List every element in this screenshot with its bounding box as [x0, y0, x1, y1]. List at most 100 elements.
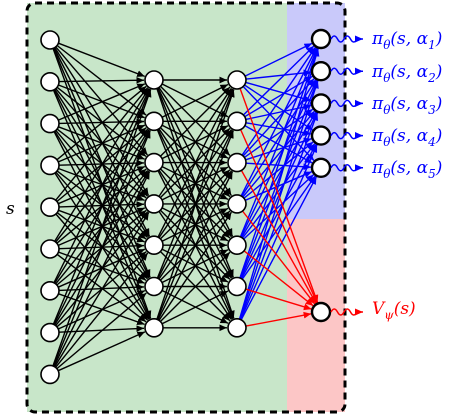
edge-input-hidden1 — [54, 212, 150, 368]
input-node — [40, 239, 60, 259]
edge-hidden2-policy — [239, 48, 319, 279]
edge-input-hidden1 — [53, 88, 151, 284]
policy-output-arrow — [330, 67, 363, 75]
edge-hidden2-policy — [240, 143, 317, 279]
edge-hidden1-hidden2 — [158, 211, 232, 321]
edge-hidden2-policy — [245, 122, 312, 136]
connection-edges — [52, 42, 320, 372]
edge-hidden2-value — [241, 210, 316, 305]
hidden2-node — [227, 235, 247, 255]
edge-hidden2-policy — [243, 141, 314, 199]
hidden2-node — [227, 276, 247, 297]
edge-hidden2-policy — [240, 176, 318, 321]
input-node — [40, 322, 60, 343]
edge-input-hidden1 — [58, 42, 145, 78]
policy-output-node — [310, 28, 332, 50]
edge-hidden2-policy — [239, 80, 319, 320]
edge-hidden2-policy — [240, 111, 317, 238]
edge-input-hidden1 — [57, 331, 146, 372]
edge-hidden1-hidden2 — [156, 89, 235, 320]
edge-hidden1-hidden2 — [156, 130, 234, 320]
edge-input-hidden1 — [56, 85, 147, 161]
policy-output-label-2: πθ(s, α2) — [371, 62, 442, 85]
edge-hidden2-policy — [245, 69, 312, 80]
hidden1-node — [144, 152, 164, 173]
network-dashed-border — [25, 1, 347, 414]
edge-hidden1-hidden2 — [161, 290, 229, 325]
edge-hidden2-value — [243, 250, 314, 307]
hidden2-node — [227, 70, 247, 90]
input-node — [40, 113, 60, 134]
input-node — [40, 280, 60, 301]
policy-output-arrow — [330, 131, 363, 140]
policy-output-arrow — [330, 35, 363, 43]
hidden1-node — [144, 317, 164, 338]
hidden2-node — [227, 317, 247, 338]
hidden2-node — [227, 152, 247, 173]
edge-hidden1-hidden2 — [159, 86, 231, 157]
edge-hidden2-value — [245, 311, 312, 327]
edge-hidden1-hidden2 — [157, 171, 234, 321]
edge-hidden2-value — [239, 88, 319, 303]
edge-hidden1-hidden2 — [157, 88, 234, 238]
edge-hidden2-policy — [240, 47, 318, 197]
edge-hidden2-policy — [241, 143, 316, 239]
edge-hidden2-value — [239, 129, 318, 304]
edge-hidden2-policy — [245, 137, 312, 161]
edge-input-hidden1 — [55, 87, 149, 201]
edge-input-hidden1 — [52, 89, 152, 367]
policy-output-node — [310, 93, 332, 114]
policy-output-label-5: πθ(s, α5) — [371, 158, 442, 181]
edge-hidden2-policy — [244, 42, 313, 77]
edge-input-hidden1 — [58, 76, 145, 84]
hidden2-node — [227, 194, 247, 214]
edge-hidden2-policy — [243, 108, 314, 158]
edge-hidden2-policy — [241, 175, 316, 280]
edge-hidden2-policy — [238, 48, 320, 320]
edge-hidden2-policy — [244, 75, 313, 118]
policy-output-label-3: πθ(s, α3) — [371, 94, 442, 117]
policy-output-arrow — [330, 99, 363, 108]
edge-input-hidden1 — [55, 252, 149, 368]
policy-output-node — [310, 60, 332, 82]
input-node — [40, 72, 60, 92]
hidden2-node — [227, 111, 247, 132]
edge-input-hidden1 — [52, 88, 151, 325]
edge-hidden2-value — [240, 170, 317, 304]
edge-hidden1-hidden2 — [158, 87, 232, 197]
value-output-node — [310, 301, 332, 323]
network-nodes — [40, 28, 332, 385]
edge-hidden1-hidden2 — [156, 89, 234, 279]
edge-hidden2-policy — [242, 78, 315, 157]
policy-output-label-4: πθ(s, α4) — [371, 126, 442, 149]
edge-input-hidden1 — [58, 83, 146, 121]
edge-hidden2-policy — [239, 48, 318, 238]
edge-hidden2-policy — [239, 80, 319, 279]
input-state-label: s — [6, 199, 15, 219]
output-squiggle-arrows — [330, 35, 363, 316]
input-node — [40, 30, 60, 50]
hidden1-node — [144, 276, 164, 297]
hidden1-node — [144, 111, 164, 132]
edge-hidden2-policy — [240, 79, 318, 238]
value-output-label: Vψ(s) — [372, 299, 416, 322]
input-node — [40, 197, 60, 217]
edge-input-hidden1 — [54, 88, 150, 242]
input-node — [40, 155, 60, 176]
policy-output-node — [310, 157, 332, 179]
edge-input-hidden1 — [52, 130, 151, 367]
hidden1-node — [144, 70, 164, 90]
input-node — [40, 364, 60, 385]
policy-output-label-1: πθ(s, α1) — [371, 29, 442, 52]
policy-output-arrow — [330, 164, 363, 172]
edge-hidden2-policy — [242, 45, 315, 116]
hidden1-node — [144, 194, 164, 214]
edge-hidden2-policy — [239, 144, 318, 320]
edge-hidden2-value — [245, 288, 312, 311]
policy-output-node — [310, 125, 332, 146]
edge-hidden1-hidden2 — [159, 251, 231, 322]
edge-hidden1-hidden2 — [161, 83, 229, 118]
hidden1-node — [144, 235, 164, 255]
edge-input-hidden1 — [53, 171, 151, 367]
